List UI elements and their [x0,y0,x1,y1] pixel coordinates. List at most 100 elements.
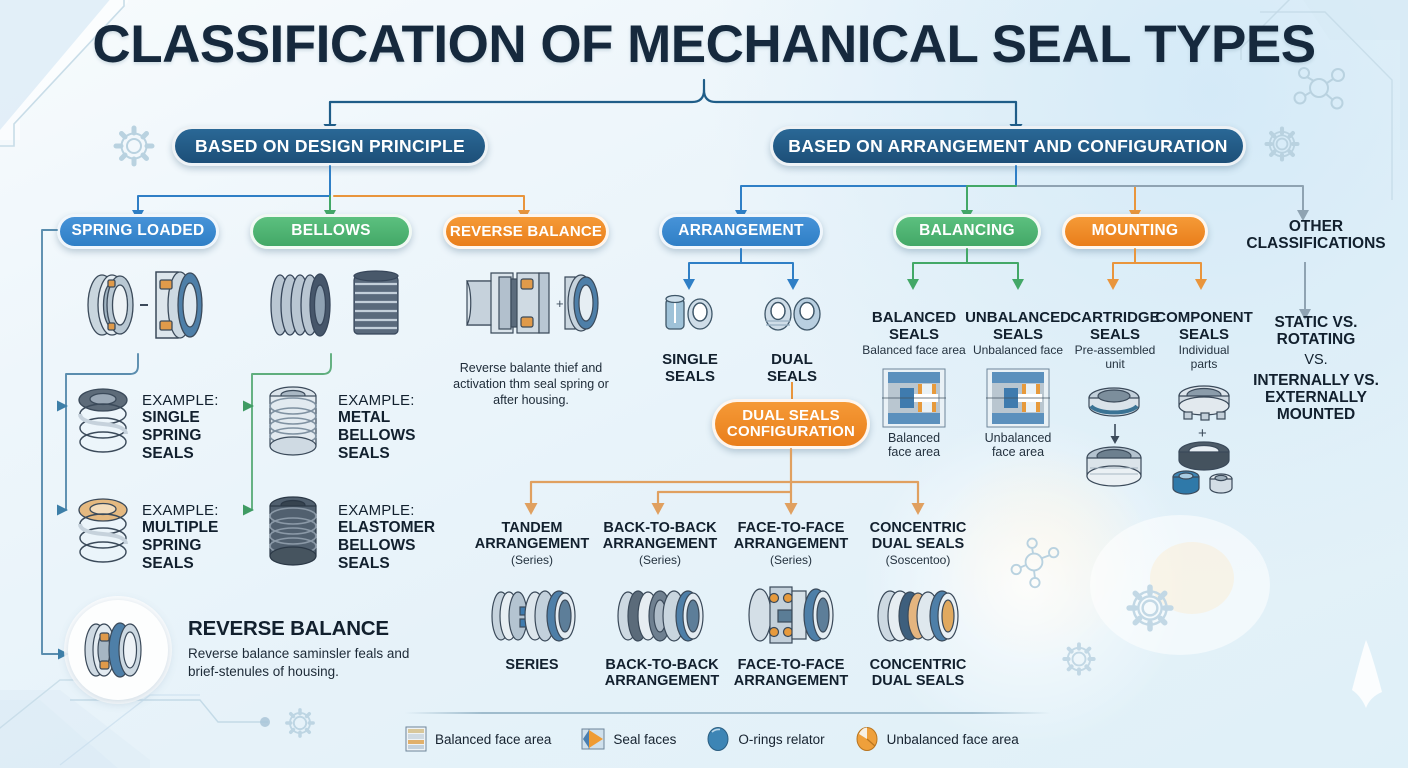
concentric-dual-seals-bottom-label: CONCENTRIC DUAL SEALS [869,657,967,689]
molecule-icon [1010,537,1060,589]
balanced-seals-label: BALANCED SEALS [871,309,957,343]
example-name: MULTIPLE SPRING SEALS [142,519,219,573]
other-classifications-heading: OTHER CLASSIFICATIONS [1246,218,1386,253]
other-classifications-line2: INTERNALLY VS. EXTERNALLY MOUNTED [1253,372,1379,424]
tandem-arrangement-paren: (Series) [510,553,553,567]
balanced-face-area-swatch [405,726,427,752]
face-to-face-title: FACE-TO-FACE ARRANGEMENT [733,520,849,552]
balanced-face-area-caption: Balanced face area [887,431,941,460]
legend-item: Seal faces [581,727,676,751]
balancing-sub-connectors [907,248,1024,290]
example-elastomer-bellows-seals: EXAMPLE: ELASTOMER BELLOWS SEALS [338,502,448,573]
concentric-dual-seals-paren: (Soscentoo) [885,553,951,567]
concentric-dual-seals-title: CONCENTRIC DUAL SEALS [869,520,967,552]
face-to-face-paren: (Series) [769,553,812,567]
single-spring-seal-illustration [78,388,128,453]
unbalanced-seals-sub: Unbalanced face [972,343,1064,357]
legend-label: Balanced face area [435,731,552,747]
reverse-balance-seal-icon [84,622,142,678]
category-pill-label: ARRANGEMENT [678,222,804,240]
legend: Balanced face area Seal faces O-rings re… [405,712,1055,752]
dual-seals-label: DUAL SEALS [766,351,817,385]
unbalanced-seals-label: UNBALANCED SEALS [965,309,1071,343]
unbalanced-face-area-swatch [856,727,878,751]
example-prefix: EXAMPLE: [142,392,219,409]
multiple-spring-seal-illustration [78,498,128,563]
back-to-back-title: BACK-TO-BACK ARRANGEMENT [602,520,718,552]
spring-loaded-illustration [87,271,203,339]
example-single-spring-seals: EXAMPLE: SINGLE SPRING SEALS [142,392,232,463]
gear-icon [1062,642,1096,676]
dual-seals-sub-connectors [524,447,925,515]
category-pill-arrangement[interactable]: ARRANGEMENT [659,214,823,249]
category-pill-label: REVERSE BALANCE [449,222,603,240]
cartridge-seals-label: CARTRIDGE SEALS [1070,309,1160,343]
legend-label: Unbalanced face area [886,731,1019,747]
dual-seals-configuration-label: DUAL SEALS CONFIGURATION [726,407,856,440]
example-prefix: EXAMPLE: [338,392,415,409]
legend-label: Seal faces [613,731,677,747]
legend-label: O-rings relator [738,731,825,747]
unbalanced-face-area-caption: Unbalanced face area [984,431,1052,460]
single-seals-icon [665,294,713,330]
example-prefix: EXAMPLE: [338,502,415,519]
concentric-seal-illustration [877,590,959,642]
arrangement-sub-connectors [683,248,799,290]
legend-item: Unbalanced face area [855,726,1019,752]
elastomer-bellows-illustration [269,496,317,566]
category-pill-bellows[interactable]: BELLOWS [250,214,412,249]
tandem-seal-illustration [491,590,576,642]
gear-icon [1126,584,1174,632]
reverse-balance-note-text: Reverse balante thief and activation thm… [453,361,609,407]
gear-icon [285,708,315,738]
single-seals-label: SINGLE SEALS [662,351,718,385]
reverse-balance-callout-card [68,600,168,700]
category-pill-spring-loaded[interactable]: SPRING LOADED [57,214,219,249]
example-name: METAL BELLOWS SEALS [338,409,416,463]
example-name: ELASTOMER BELLOWS SEALS [338,519,436,573]
category-pill-label: SPRING LOADED [71,222,205,240]
face-to-face-seal-illustration [748,586,834,644]
page-title: CLASSIFICATION OF MECHANICAL SEAL TYPES [92,15,1316,74]
cartridge-seals-sub: Pre-assembled unit [1074,343,1156,371]
other-classifications-vs: VS. [1304,352,1328,368]
svg-text:+: + [556,296,564,311]
reverse-balance-callout-title: REVERSE BALANCE [188,617,389,640]
seal-faces-swatch [581,728,605,750]
category-pill-reverse-balance[interactable]: REVERSE BALANCE [443,214,609,249]
example-name: SINGLE SPRING SEALS [142,409,202,463]
component-seals-sub: Individual parts [1178,343,1230,371]
sparkle-icon [1352,640,1382,708]
legend-divider [405,712,1050,714]
back-to-back-paren: (Series) [638,553,681,567]
tandem-arrangement-title: TANDEM ARRANGEMENT [474,520,590,552]
branch-pill-label: BASED ON DESIGN PRINCIPLE [194,135,466,156]
category-pill-label: BELLOWS [291,222,371,240]
category-pill-balancing[interactable]: BALANCING [893,214,1041,249]
cartridge-seal-illustration [1086,387,1142,487]
component-seals-label: COMPONENT SEALS [1155,309,1253,343]
branch-pill-design-principle[interactable]: BASED ON DESIGN PRINCIPLE [172,126,488,166]
unbalanced-face-area-diagram [986,368,1050,428]
category-pill-label: BALANCING [919,222,1015,240]
reverse-balance-illustration: + [466,272,599,334]
bellows-branch-lines [243,353,332,516]
back-to-back-seal-illustration [617,590,704,642]
reverse-balance-note: Reverse balante thief and activation thm… [440,360,622,408]
back-to-back-bottom-label: BACK-TO-BACK ARRANGEMENT [604,657,720,689]
balanced-seals-sub: Balanced face area [862,343,966,357]
gear-icon [113,125,155,167]
metal-bellows-illustration [269,386,317,456]
series-bottom-label: SERIES [505,657,559,673]
branch-pill-label: BASED ON ARRANGEMENT AND CONFIGURATION [788,135,1228,156]
reverse-balance-callout-desc: Reverse balance saminsler feals and brie… [188,646,410,679]
branch-pill-arrangement-configuration[interactable]: BASED ON ARRANGEMENT AND CONFIGURATION [770,126,1246,166]
example-metal-bellows-seals: EXAMPLE: METAL BELLOWS SEALS [338,392,438,463]
gear-icon [1264,126,1300,162]
other-classifications-line1: STATIC VS. ROTATING [1274,314,1358,349]
dual-seals-configuration-hub[interactable]: DUAL SEALS CONFIGURATION [712,399,870,449]
face-to-face-bottom-label: FACE-TO-FACE ARRANGEMENT [733,657,849,689]
mounting-sub-connectors [1107,248,1207,290]
category-pill-mounting[interactable]: MOUNTING [1062,214,1208,249]
